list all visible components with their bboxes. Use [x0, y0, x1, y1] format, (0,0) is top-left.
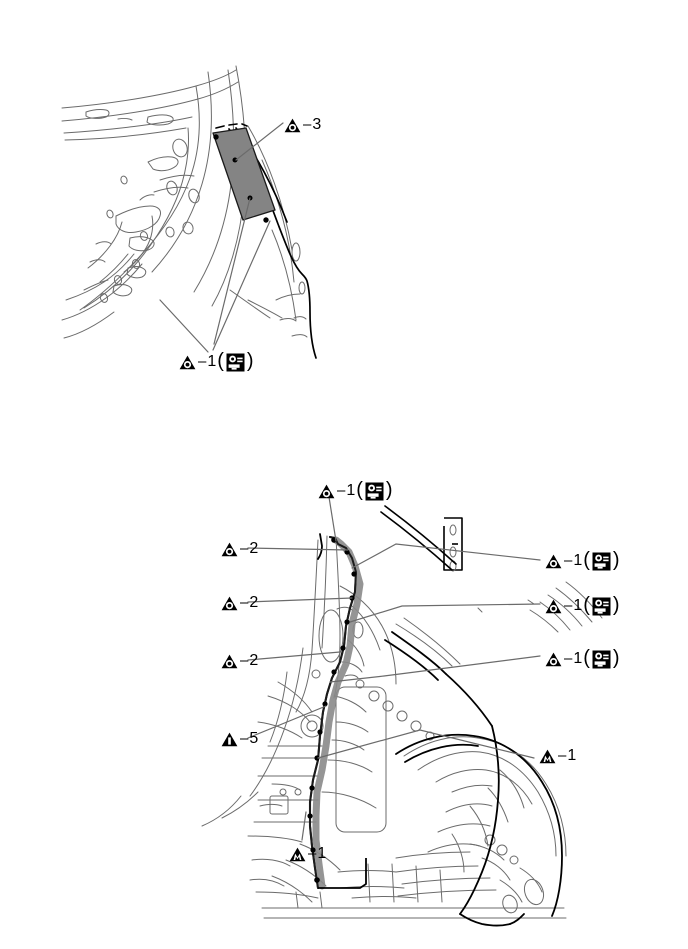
clip-fastener-icon — [365, 482, 384, 501]
leader-callout-2-middle — [247, 597, 353, 603]
clip-fastener-icon — [226, 353, 245, 372]
callout-number: 1 — [573, 650, 583, 667]
close-paren: ) — [385, 479, 393, 501]
open-paren: ( — [217, 350, 224, 372]
sealer-bead-path — [307, 535, 367, 890]
leader-right-clip-middle — [349, 603, 541, 623]
callout-1-clip[interactable]: – 1 ( ) — [179, 350, 255, 372]
sealer-application-area — [212, 123, 276, 223]
callout-dash: – — [198, 352, 207, 370]
open-paren: ( — [356, 479, 363, 501]
callout-1-weld-bottom[interactable]: – 1 — [289, 846, 326, 862]
upper-figure-drawing — [61, 65, 317, 359]
leader-lines-upper — [159, 122, 284, 353]
triangle-dot-icon — [545, 652, 562, 667]
close-paren: ) — [246, 350, 254, 372]
clip-fastener-icon — [592, 650, 611, 669]
callout-1-clip-right-middle[interactable]: – 1 ( ) — [545, 594, 621, 616]
leader-to-callout-3 — [235, 122, 284, 161]
callout-number: 2 — [249, 540, 259, 557]
clip-fastener-icon — [592, 552, 611, 571]
figure-upper-body-pillar: – 3 – 1 ( — [0, 0, 688, 420]
triangle-dot-icon — [221, 542, 238, 557]
leader-bottom-weld — [301, 811, 307, 841]
callout-number: 5 — [249, 730, 259, 747]
callout-5-warning[interactable]: – 5 — [221, 731, 258, 747]
lower-figure-drawing — [201, 496, 603, 927]
triangle-m-icon — [539, 749, 556, 764]
callout-number: 3 — [312, 116, 322, 133]
callout-dash: – — [337, 481, 346, 499]
upper-bracket — [443, 517, 463, 571]
leader-right-clip-bottom — [329, 655, 541, 683]
callout-2-upper[interactable]: – 2 — [221, 541, 258, 557]
callout-number: 1 — [346, 482, 356, 499]
leader-to-callout-1-a — [212, 220, 271, 351]
leader-top-clip — [328, 496, 337, 542]
callout-1-clip-top[interactable]: – 1 ( ) — [318, 479, 394, 501]
callout-dash: – — [303, 115, 312, 133]
callout-dash: – — [240, 651, 249, 669]
triangle-dot-icon — [221, 654, 238, 669]
triangle-m-icon — [289, 847, 306, 862]
callout-2-lower[interactable]: – 2 — [221, 653, 258, 669]
triangle-dot-icon — [545, 554, 562, 569]
callout-dash: – — [240, 729, 249, 747]
triangle-dot-icon — [318, 484, 335, 499]
triangle-bar-icon — [221, 732, 238, 747]
close-paren: ) — [612, 549, 620, 571]
leader-to-callout-1-b — [159, 299, 209, 353]
leader-callout-2-upper — [247, 547, 349, 551]
leader-right-clip-top — [351, 543, 541, 569]
quarter-panel-outline — [317, 533, 563, 927]
callout-number: 1 — [207, 353, 217, 370]
callout-1-weld-right[interactable]: – 1 — [539, 748, 576, 764]
clip-fastener-icon — [592, 597, 611, 616]
triangle-dot-icon — [284, 118, 301, 133]
leader-to-callout-1-c — [213, 197, 251, 345]
open-paren: ( — [583, 549, 590, 571]
leader-right-weld — [317, 729, 535, 759]
callout-dash: – — [558, 746, 567, 764]
figure-lower-quarter-panel — [0, 440, 688, 949]
callout-dash: – — [240, 593, 249, 611]
leader-callout-2-lower — [247, 651, 341, 661]
callout-dash: – — [564, 551, 573, 569]
triangle-dot-icon — [179, 355, 196, 370]
callout-number: 1 — [573, 552, 583, 569]
callout-2-middle[interactable]: – 2 — [221, 595, 258, 611]
callout-number: 2 — [249, 652, 259, 669]
triangle-dot-icon — [545, 599, 562, 614]
callout-number: 2 — [249, 594, 259, 611]
close-paren: ) — [612, 647, 620, 669]
leader-callout-5 — [247, 705, 327, 739]
callout-dash: – — [308, 844, 317, 862]
callout-number: 1 — [573, 597, 583, 614]
callout-1-clip-right-bottom[interactable]: – 1 ( ) — [545, 647, 621, 669]
open-paren: ( — [583, 647, 590, 669]
close-paren: ) — [612, 594, 620, 616]
callout-dash: – — [564, 596, 573, 614]
callout-dash: – — [240, 539, 249, 557]
leader-lines-lower — [247, 496, 541, 841]
open-paren: ( — [583, 594, 590, 616]
callout-number: 1 — [317, 845, 327, 862]
callout-dash: – — [564, 649, 573, 667]
triangle-dot-icon — [221, 596, 238, 611]
callout-3[interactable]: – 3 — [284, 117, 321, 133]
callout-1-clip-right-top[interactable]: – 1 ( ) — [545, 549, 621, 571]
callout-number: 1 — [567, 747, 577, 764]
